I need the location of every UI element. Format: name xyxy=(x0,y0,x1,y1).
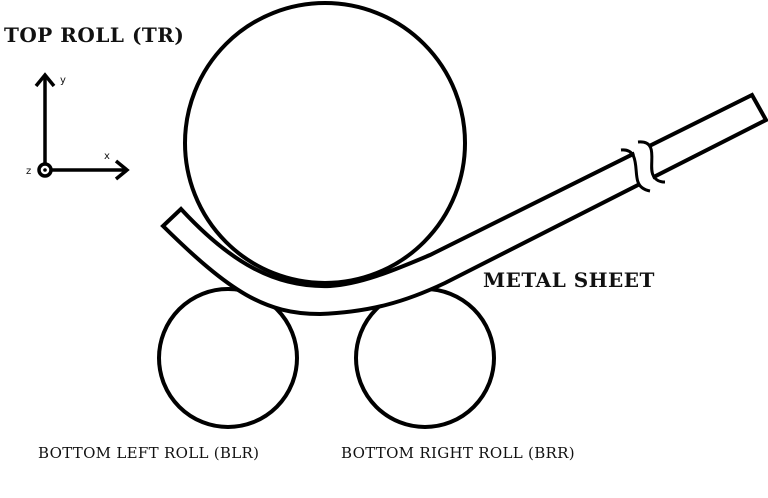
x-axis-label: x xyxy=(104,151,110,162)
x-arrowhead xyxy=(114,159,130,181)
z-axis-label: z xyxy=(26,166,31,177)
y-axis-label: y xyxy=(60,75,66,86)
bottom-right-roll-label: BOTTOM RIGHT ROLL (BRR) xyxy=(341,444,575,462)
bottom-right-roll xyxy=(354,287,496,429)
top-roll-label: TOP ROLL (TR) xyxy=(4,23,184,47)
bottom-left-roll xyxy=(157,287,299,429)
metal-sheet-label: METAL SHEET xyxy=(483,268,655,292)
sheet-break-gap xyxy=(628,140,655,188)
y-arrowhead xyxy=(34,72,56,88)
sheet-break-left-curve xyxy=(620,148,651,193)
bottom-left-roll-label: BOTTOM LEFT ROLL (BLR) xyxy=(38,444,259,462)
coordinate-axes xyxy=(34,72,130,181)
metal-sheet xyxy=(160,92,768,317)
top-roll xyxy=(183,1,467,285)
sheet-break-right-curve xyxy=(637,140,666,184)
